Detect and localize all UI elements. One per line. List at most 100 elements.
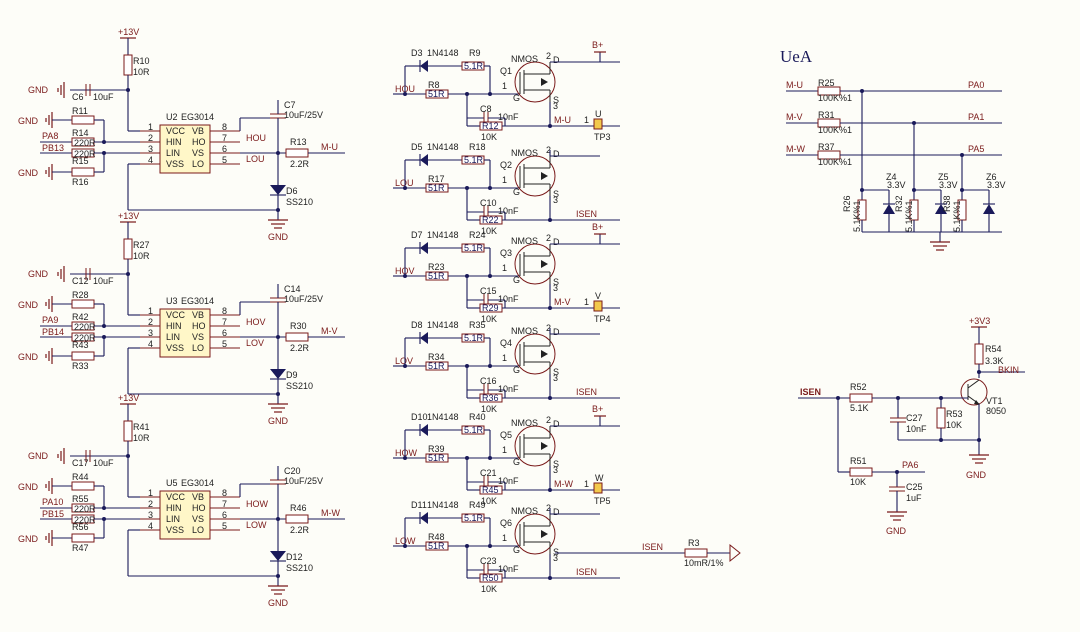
oc-in: ISEN [800, 387, 821, 397]
gate-pin-letter: G [513, 187, 520, 197]
gate-net-label: HOW [395, 448, 418, 458]
boot-cap-value: 10uF/25V [284, 476, 323, 486]
lo-net: LOU [246, 154, 265, 164]
ic-pin-number: 1 [148, 488, 153, 498]
mosfet-ref: Q3 [500, 248, 512, 258]
pulldown-resistor-ref: R26 [842, 195, 852, 212]
oc-out: BKIN [998, 365, 1019, 375]
boot-cap-ref: C20 [284, 466, 301, 476]
oc-supply: +3V3 [969, 316, 990, 326]
pin-number: 1 [502, 175, 507, 185]
input-resistor-a-value: 220R [74, 138, 96, 148]
ground-icon [930, 241, 950, 251]
input-resistor-a-ref: R42 [72, 312, 89, 322]
gnd-label: GND [28, 85, 49, 95]
shunt-block: ISEN R3 10mR/1% [555, 538, 741, 568]
source-pin-letter: S [553, 367, 559, 377]
source-pin-letter: S [553, 547, 559, 557]
phase-net: M-W [321, 508, 340, 518]
ic-pin-number: 1 [148, 306, 153, 316]
gnd-label: GND [18, 116, 39, 126]
arrow-icon [541, 442, 548, 450]
ic-pin-right: VS [192, 514, 204, 524]
r54-ref: R54 [985, 344, 1002, 354]
driver-ic [159, 124, 211, 174]
ic-pin-number: 5 [222, 155, 227, 165]
cap-value: 10nF [498, 112, 519, 122]
c27-value: 10nF [906, 424, 927, 434]
ic-pin-right: LO [192, 159, 204, 169]
gnd-label: GND [18, 482, 39, 492]
input-resistor-a-ref: R14 [72, 128, 89, 138]
ic-ref: U3 [166, 296, 178, 306]
gnd-label: GND [268, 598, 289, 608]
source-pin-letter: S [553, 189, 559, 199]
mosfet-ref: Q4 [500, 338, 512, 348]
ic-pin-left: VSS [166, 525, 184, 535]
mosfet-ref: Q6 [500, 518, 512, 528]
junction-dot [276, 392, 280, 396]
pin-number: 2 [546, 233, 551, 243]
gs-resistor-value: 10K [481, 404, 497, 414]
fast-resistor-value: 5.1R [464, 155, 484, 165]
pull-resistor [71, 351, 95, 361]
mosfet-icon [514, 513, 556, 555]
input-resistor-b-value: 220R [74, 333, 96, 343]
junction-dot [403, 364, 407, 368]
output-resistor [285, 514, 309, 524]
test-point-label: V [595, 291, 601, 301]
junction-dot [912, 188, 916, 192]
pin-number: 2 [546, 145, 551, 155]
pin-number: 1 [502, 353, 507, 363]
vcc-resistor-ref: R10 [133, 56, 150, 66]
drain-pin-letter: D [553, 419, 560, 429]
pull-resistor [71, 481, 95, 491]
ic-ref: U5 [166, 478, 178, 488]
ic-pin-number: 2 [148, 499, 153, 509]
fast-resistor-value: 5.1R [464, 243, 484, 253]
junction-dot [276, 574, 280, 578]
gate-resistor-value: 51R [428, 183, 445, 193]
divider-resistor-ref: R31 [818, 110, 835, 120]
ground-icon [45, 348, 53, 364]
gate-resistor-ref: R8 [428, 80, 440, 90]
gnd-label: GND [18, 534, 39, 544]
source-net: M-W [554, 479, 573, 489]
junction-dot [102, 506, 106, 510]
junction-dot [548, 124, 552, 128]
c25-value: 1uF [906, 493, 922, 503]
input-cap-ref: C6 [72, 92, 84, 102]
mosfet-ref: Q2 [500, 160, 512, 170]
pull-resistor-ref: R33 [72, 361, 89, 371]
divider-resistor-value: 100K%1 [818, 157, 852, 167]
oc-adc: PA6 [902, 460, 918, 470]
ic-pin-left: VSS [166, 343, 184, 353]
zener-icon [935, 204, 947, 214]
input-b-label: PB15 [42, 509, 64, 519]
ic-part: EG3014 [181, 296, 214, 306]
gate-pin-letter: G [513, 93, 520, 103]
drain-net: B+ [592, 404, 603, 414]
ic-pin-right: HO [192, 503, 206, 513]
pull-resistor-ref: R28 [72, 290, 89, 300]
source-pin-letter: S [553, 459, 559, 469]
cap-ref: C8 [480, 104, 492, 114]
gate-net-label: LOV [395, 356, 413, 366]
gnd-label: GND [28, 451, 49, 461]
zener-value: 3.3V [987, 180, 1006, 190]
fast-resistor-ref: R49 [469, 500, 486, 510]
diode-ref: D6 [286, 186, 298, 196]
input-resistor-a-value: 220R [74, 322, 96, 332]
test-point [593, 118, 603, 130]
sense-output-net: PA0 [968, 80, 984, 90]
gnd-label: GND [28, 269, 49, 279]
gate-resistor-ref: R34 [428, 352, 445, 362]
oc-gnd: GND [966, 470, 987, 480]
input-a-label: PA9 [42, 315, 58, 325]
gs-resistor-ref: R45 [482, 485, 499, 495]
ho-net: HOV [246, 317, 266, 327]
arrow-icon [541, 530, 548, 538]
